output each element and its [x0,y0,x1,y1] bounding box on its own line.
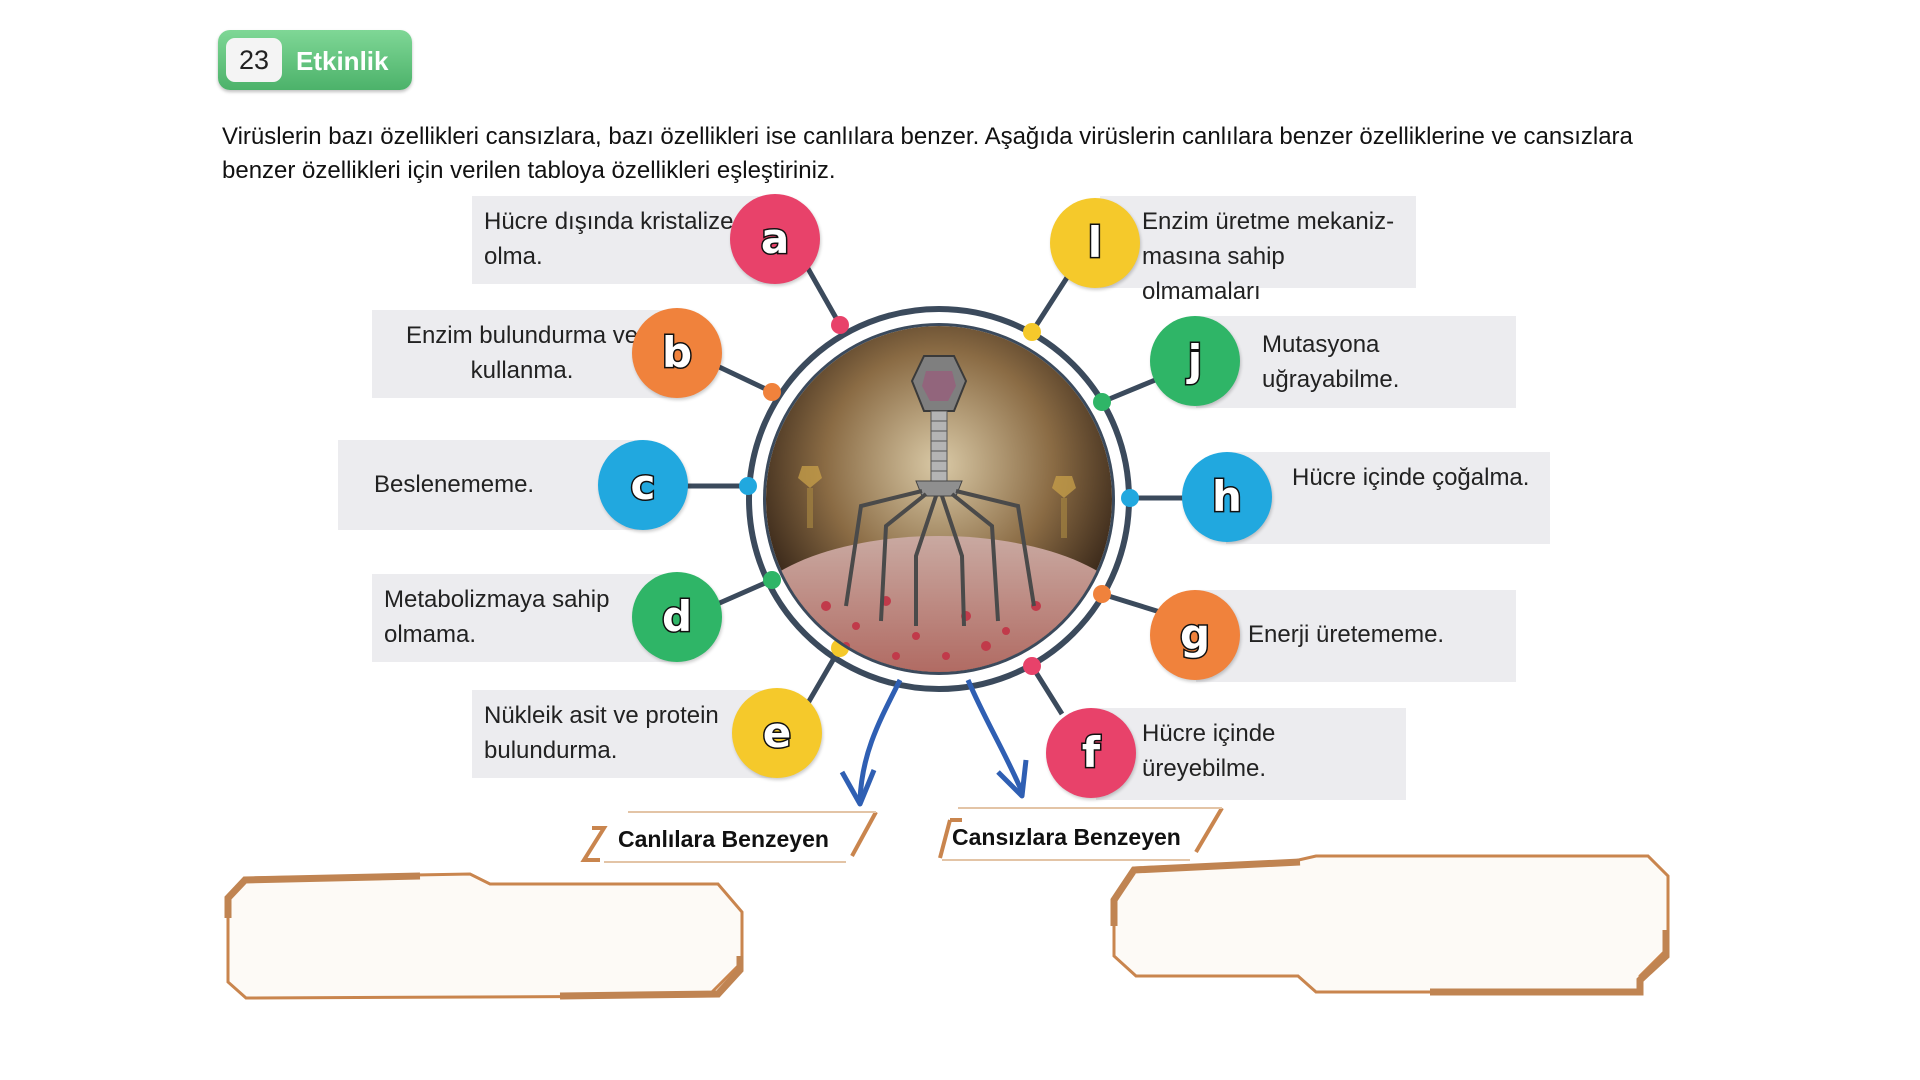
answer-area-nonliving[interactable] [1124,868,1660,984]
feature-text-a: Hücre dışında kristalize olma. [484,208,734,270]
letter-circle-e: e [732,688,822,778]
letter-circle-b: b [632,308,722,398]
feature-text-j: Mutasyona uğrayabilme. [1262,331,1400,393]
feature-text-h: Hücre içinde çoğalma. [1292,464,1530,491]
feature-text-d: Metabolizmaya sahip olmama. [384,586,610,648]
feature-box-c: Beslenememe. [338,440,638,530]
feature-text-c: Beslenememe. [374,471,535,498]
letter-circle-j: j [1150,316,1240,406]
category-label-nonliving: Cansızlara Benzeyen [952,824,1181,850]
feature-box-h: Hücre içinde çoğalma. [1226,452,1550,544]
feature-box-f: Hücre içinde üreyebilme. [1096,708,1406,800]
right-arrow [965,679,1025,793]
letter-circle-g: g [1150,590,1240,680]
letter-l: l [1086,218,1103,267]
virus-illustration [766,326,1112,672]
letter-b: b [660,328,693,377]
letter-circle-h: h [1182,452,1272,542]
activity-number: 23 [226,38,282,82]
letter-h: h [1211,472,1244,521]
letter-c: c [629,460,657,509]
answer-area-living[interactable] [238,886,734,990]
letter-d: d [660,592,693,641]
letter-a: a [759,214,790,263]
letter-g: g [1178,610,1211,659]
feature-text-f: Hücre içinde üreyebilme. [1142,720,1276,782]
feature-text-b: Enzim bulundurma ve kullanma. [405,322,639,384]
letter-circle-f: f [1046,708,1136,798]
feature-box-l: Enzim üretme mekaniz-masına sahip olmama… [1100,196,1416,305]
feature-box-a: Hücre dışında kristalize olma. [472,196,772,284]
category-label-living: Canlılara Benzeyen [618,826,829,852]
answer-box-living-outline [226,872,744,1000]
left-arrow [857,678,903,801]
feature-text-e: Nükleik asit ve protein bulundurma. [484,702,719,764]
activity-title: Etkinlik [296,46,389,76]
letter-j: j [1186,336,1203,385]
feature-box-e: Nükleik asit ve protein bulundurma. [472,690,772,778]
feature-text-l: Enzim üretme mekaniz-masına sahip olmama… [1142,208,1395,305]
letter-circle-l: l [1050,198,1140,288]
letter-e: e [761,708,792,757]
activity-badge: 23 Etkinlik [218,30,412,90]
letter-circle-a: a [730,194,820,284]
feature-box-d: Metabolizmaya sahip olmama. [372,574,672,662]
letter-circle-c: c [598,440,688,530]
feature-box-j: Mutasyona uğrayabilme. [1196,316,1516,408]
instructions-text: Virüslerin bazı özellikleri cansızlara, … [222,123,1633,184]
feature-box-g: Enerji üretememe. [1196,590,1516,682]
letter-circle-d: d [632,572,722,662]
feature-box-b: Enzim bulundurma ve kullanma. [372,310,672,398]
feature-text-g: Enerji üretememe. [1248,621,1445,648]
letter-f: f [1080,728,1101,777]
